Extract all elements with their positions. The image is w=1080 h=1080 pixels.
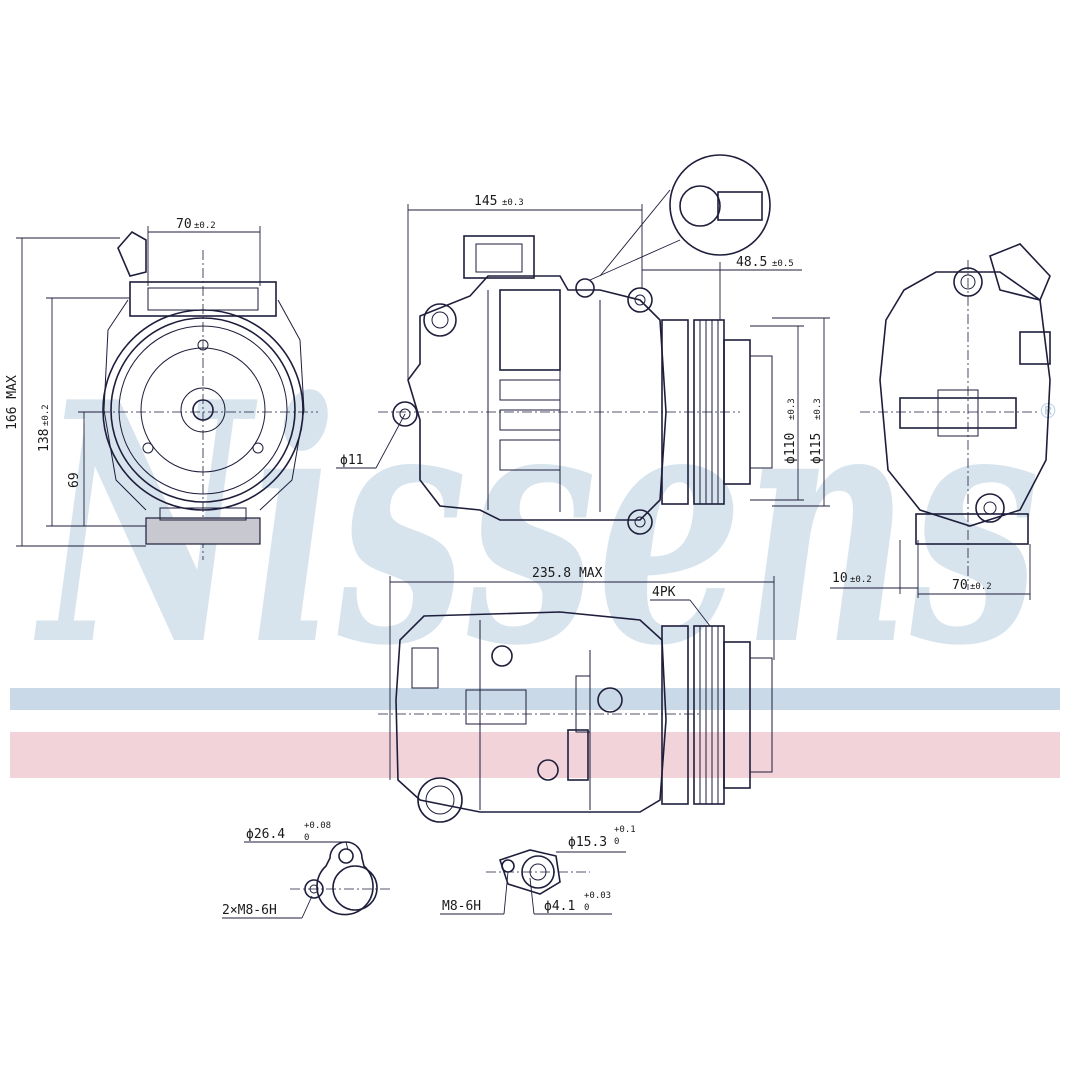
watermark-band-pink <box>10 732 1060 778</box>
discharge-tol-lower: 0 <box>614 837 619 847</box>
suction-tol-lower: 0 <box>304 833 309 843</box>
rear-width-label: 70 <box>952 578 968 593</box>
pin-tol-lower: 0 <box>584 903 589 913</box>
pulley-d1-tol: ±0.3 <box>787 398 797 420</box>
mount-hole-label: ϕ11 <box>340 453 363 468</box>
rear-width-tol: ±0.2 <box>970 582 992 592</box>
height-low-label: 69 <box>67 472 82 488</box>
discharge-thread-label: M8-6H <box>442 899 481 914</box>
height-mid-label: 138 <box>37 429 52 452</box>
discharge-port-detail: ϕ15.3 +0.1 0 M8-6H ϕ4.1 +0.03 0 <box>440 825 636 915</box>
pulley-offset-tol: ±0.5 <box>772 259 794 269</box>
total-length-label: 235.8 MAX <box>532 566 603 581</box>
suction-port-detail: ϕ26.4 +0.08 0 2×M8-6H <box>222 821 390 919</box>
height-max-label: 166 MAX <box>5 375 20 430</box>
pin-tol-upper: +0.03 <box>584 891 611 901</box>
suction-thread-label: 2×M8-6H <box>222 903 277 918</box>
suction-diameter-label: ϕ26.4 <box>246 827 285 842</box>
front-width-label: 70 <box>176 217 192 232</box>
bottom-view <box>378 611 773 823</box>
side-length-label: 145 <box>474 194 497 209</box>
belt-label: 4PK <box>652 585 676 600</box>
discharge-tol-upper: +0.1 <box>614 825 636 835</box>
watermark-band-blue <box>10 688 1060 710</box>
bottom-dimensions: 235.8 MAX 4PK <box>389 566 775 780</box>
pulley-d1-label: ϕ110 <box>783 433 798 464</box>
discharge-diameter-label: ϕ15.3 <box>568 835 607 850</box>
pulley-d2-tol: ±0.3 <box>813 398 823 420</box>
height-mid-tol: ±0.2 <box>41 404 51 426</box>
suction-tol-upper: +0.08 <box>304 821 331 831</box>
front-dimensions: 70 ±0.2 166 MAX 138 ±0.2 69 <box>5 217 261 547</box>
pulley-offset-label: 48.5 <box>736 255 767 270</box>
side-length-tol: ±0.3 <box>502 198 524 208</box>
pin-diameter-label: ϕ4.1 <box>544 899 575 914</box>
rear-dimensions: 10 ±0.2 70 ±0.2 <box>830 540 1031 600</box>
side-view <box>378 154 773 535</box>
rear-view <box>860 243 1051 590</box>
front-view <box>100 230 318 560</box>
rear-offset-label: 10 <box>832 571 848 586</box>
side-dimensions: 145 ±0.3 48.5 ±0.5 ϕ11 ϕ110 ±0.3 ϕ115 ±0… <box>336 194 830 507</box>
pulley-d2-label: ϕ115 <box>809 433 824 464</box>
front-width-tol: ±0.2 <box>194 221 216 231</box>
rear-offset-tol: ±0.2 <box>850 575 872 585</box>
